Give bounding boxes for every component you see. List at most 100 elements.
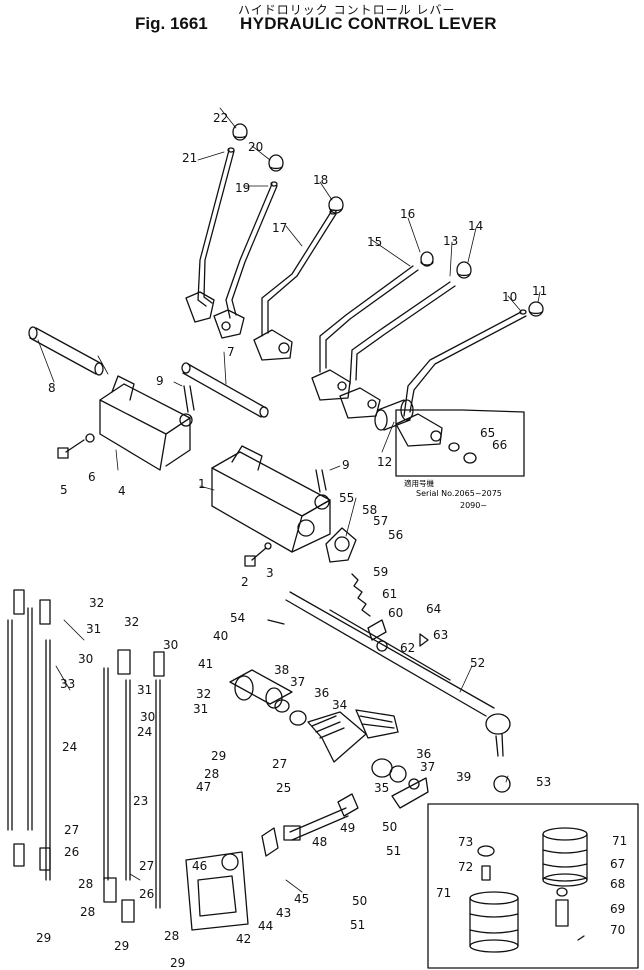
part-label-54: 54 [230, 611, 245, 625]
spring-59 [351, 573, 371, 617]
part-label-72: 72 [458, 860, 473, 874]
part-label-70: 70 [610, 923, 625, 937]
part-label-22: 22 [213, 111, 228, 125]
part-label-21: 21 [182, 151, 197, 165]
part-label-27a: 27 [272, 757, 287, 771]
part-label-41: 41 [198, 657, 213, 671]
part-label-29c: 29 [114, 939, 129, 953]
part-label-34: 34 [332, 698, 347, 712]
part-label-8: 8 [48, 381, 56, 395]
serial-note-line2: 2090~ [460, 501, 487, 510]
knob-14 [456, 261, 472, 279]
knob-18 [328, 196, 344, 214]
inset-box-65-66 [395, 409, 525, 477]
part-label-4: 4 [118, 484, 126, 498]
part-label-31a: 31 [86, 622, 101, 636]
part-label-36b: 36 [416, 747, 431, 761]
part-label-48: 48 [312, 835, 327, 849]
part-label-24a: 24 [62, 740, 77, 754]
pedal-shaft-38 [229, 669, 293, 709]
part-label-51a: 51 [386, 844, 401, 858]
japanese-title: ハイドロリック コントロール レバー [238, 3, 456, 17]
rod-52 [285, 591, 511, 757]
bushing-36-37 [274, 699, 407, 783]
part-label-51b: 51 [350, 918, 365, 932]
part-label-64: 64 [426, 602, 441, 616]
part-label-35: 35 [374, 781, 389, 795]
part-label-28a: 28 [204, 767, 219, 781]
part-label-28c: 28 [80, 905, 95, 919]
knob-62 [376, 640, 388, 652]
washer-6 [85, 433, 95, 443]
part-label-30c: 30 [140, 710, 155, 724]
part-label-19: 19 [235, 181, 250, 195]
part-label-3: 3 [266, 566, 274, 580]
part-label-59: 59 [373, 565, 388, 579]
bolt-63 [419, 633, 429, 647]
part-label-29b: 29 [36, 931, 51, 945]
lever-21 [185, 147, 235, 323]
part-label-6: 6 [88, 470, 96, 484]
figure-number: Fig. 1661 [135, 14, 208, 33]
part-label-23: 23 [133, 794, 148, 808]
part-label-37a: 37 [290, 675, 305, 689]
part-label-71a: 71 [612, 834, 627, 848]
washer-65 [448, 442, 460, 452]
part-label-26b: 26 [139, 887, 154, 901]
part-label-13: 13 [443, 234, 458, 248]
part-label-50b: 50 [352, 894, 367, 908]
part-label-17: 17 [272, 221, 287, 235]
part-label-14: 14 [468, 219, 483, 233]
part-label-28d: 28 [164, 929, 179, 943]
shaft-7 [181, 362, 269, 418]
part-label-25: 25 [276, 781, 291, 795]
part-label-11: 11 [532, 284, 547, 298]
part-label-36a: 36 [314, 686, 329, 700]
part-label-26a: 26 [64, 845, 79, 859]
part-label-43: 43 [276, 906, 291, 920]
lever-17 [253, 209, 337, 361]
part-label-50a: 50 [382, 820, 397, 834]
part-label-63: 63 [433, 628, 448, 642]
part-label-31b: 31 [137, 683, 152, 697]
shaft-8 [28, 326, 104, 376]
link-48 [283, 807, 349, 841]
ball-53 [493, 775, 511, 793]
rod-23 [153, 651, 165, 909]
bracket-60 [367, 619, 387, 641]
inset-box-67-73 [427, 803, 639, 969]
part-label-38: 38 [274, 663, 289, 677]
boot-71-upper [542, 827, 588, 887]
shaft-12 [374, 399, 414, 431]
part-label-44: 44 [258, 919, 273, 933]
lever-15 [311, 265, 419, 401]
part-label-27b: 27 [64, 823, 79, 837]
knob-11 [528, 301, 544, 317]
bolt-2 [244, 547, 267, 567]
part-label-66: 66 [492, 438, 507, 452]
part-label-15: 15 [367, 235, 382, 249]
ring-73 [477, 845, 495, 857]
part-label-56: 56 [388, 528, 403, 542]
part-label-29d: 29 [170, 956, 185, 970]
rod-24-left [7, 589, 51, 881]
lever-19 [213, 181, 278, 339]
pin-70 [577, 935, 585, 941]
part-label-65: 65 [480, 426, 495, 440]
part-label-58: 58 [362, 503, 377, 517]
part-label-20: 20 [248, 140, 263, 154]
rod-24-middle [103, 649, 135, 923]
nut-67 [556, 887, 568, 897]
part-label-47: 47 [196, 780, 211, 794]
bracket-4 [99, 375, 195, 471]
part-label-9a: 9 [156, 374, 164, 388]
part-label-33: 33 [60, 677, 75, 691]
part-label-16: 16 [400, 207, 415, 221]
part-label-39: 39 [456, 770, 471, 784]
part-label-24b: 24 [137, 725, 152, 739]
part-label-40: 40 [213, 629, 228, 643]
knob-16 [420, 251, 434, 267]
part-label-53: 53 [536, 775, 551, 789]
